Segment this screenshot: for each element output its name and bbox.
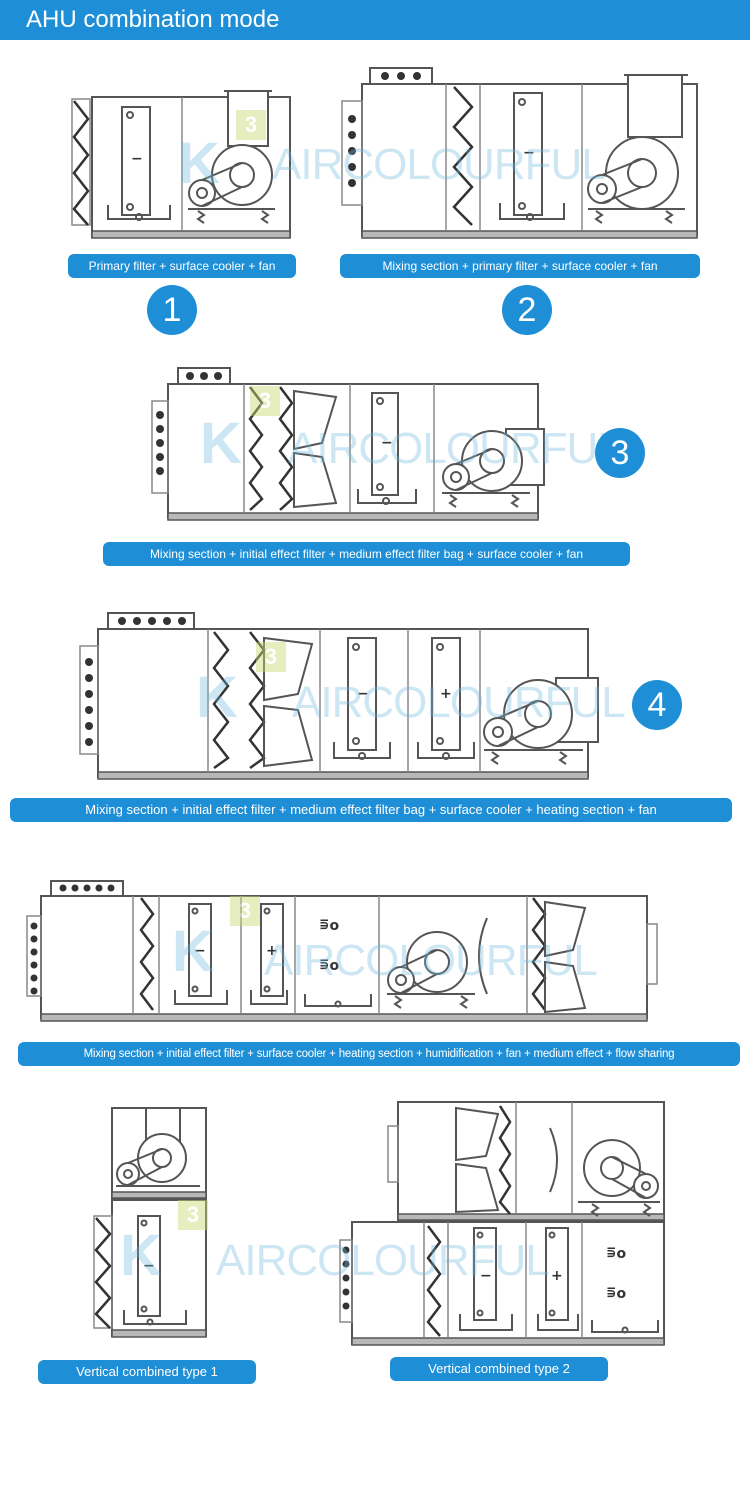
mode-number-3: 3 [595, 428, 645, 478]
ahu-diagram-vertical-1: − [93, 1107, 207, 1338]
cooler-minus-icon-2: − [523, 145, 535, 161]
cooler-minus-icon-7: − [480, 1268, 492, 1284]
mode-label-5: Mixing section + initial effect filter +… [18, 1042, 740, 1066]
mode-number-2: 2 [502, 285, 552, 335]
mode-label-1: Primary filter + surface cooler + fan [68, 254, 296, 278]
header-bar: AHU combination mode [0, 0, 750, 40]
ahu-diagram-1: − [71, 90, 291, 239]
cooler-minus-icon-5: − [194, 943, 206, 959]
humidifier-icon-7b: ⋾o [606, 1286, 627, 1302]
cooler-minus-icon-6: − [143, 1258, 155, 1274]
ahu-diagram-2: − [341, 67, 698, 239]
cooler-minus-icon-4: − [357, 686, 369, 702]
mode-label-2: Mixing section + primary filter + surfac… [340, 254, 700, 278]
ahu-diagram-5: − + ⋾o ⋾o [26, 880, 658, 1022]
mode-label-4: Mixing section + initial effect filter +… [10, 798, 732, 822]
mode-label-vertical-2: Vertical combined type 2 [390, 1357, 608, 1381]
ahu-diagram-3: − [151, 367, 545, 521]
humidifier-icon-7a: ⋾o [606, 1246, 627, 1262]
humidifier-icon-5a: ⋾o [319, 918, 340, 934]
mode-number-1: 1 [147, 285, 197, 335]
ahu-diagram-4: − + [79, 612, 599, 780]
page-title: AHU combination mode [26, 6, 280, 33]
ahu-diagram-vertical-2: − + ⋾o ⋾o [339, 1101, 665, 1346]
heater-plus-icon-5: + [266, 943, 278, 959]
heater-plus-icon-4: + [440, 686, 452, 702]
heater-plus-icon-7: + [551, 1268, 563, 1284]
mode-number-4: 4 [632, 680, 682, 730]
cooler-minus-icon-3: − [381, 435, 393, 451]
humidifier-icon-5b: ⋾o [319, 958, 340, 974]
mode-label-vertical-1: Vertical combined type 1 [38, 1360, 256, 1384]
mode-label-3: Mixing section + initial effect filter +… [103, 542, 630, 566]
cooler-minus-icon: − [131, 151, 143, 167]
